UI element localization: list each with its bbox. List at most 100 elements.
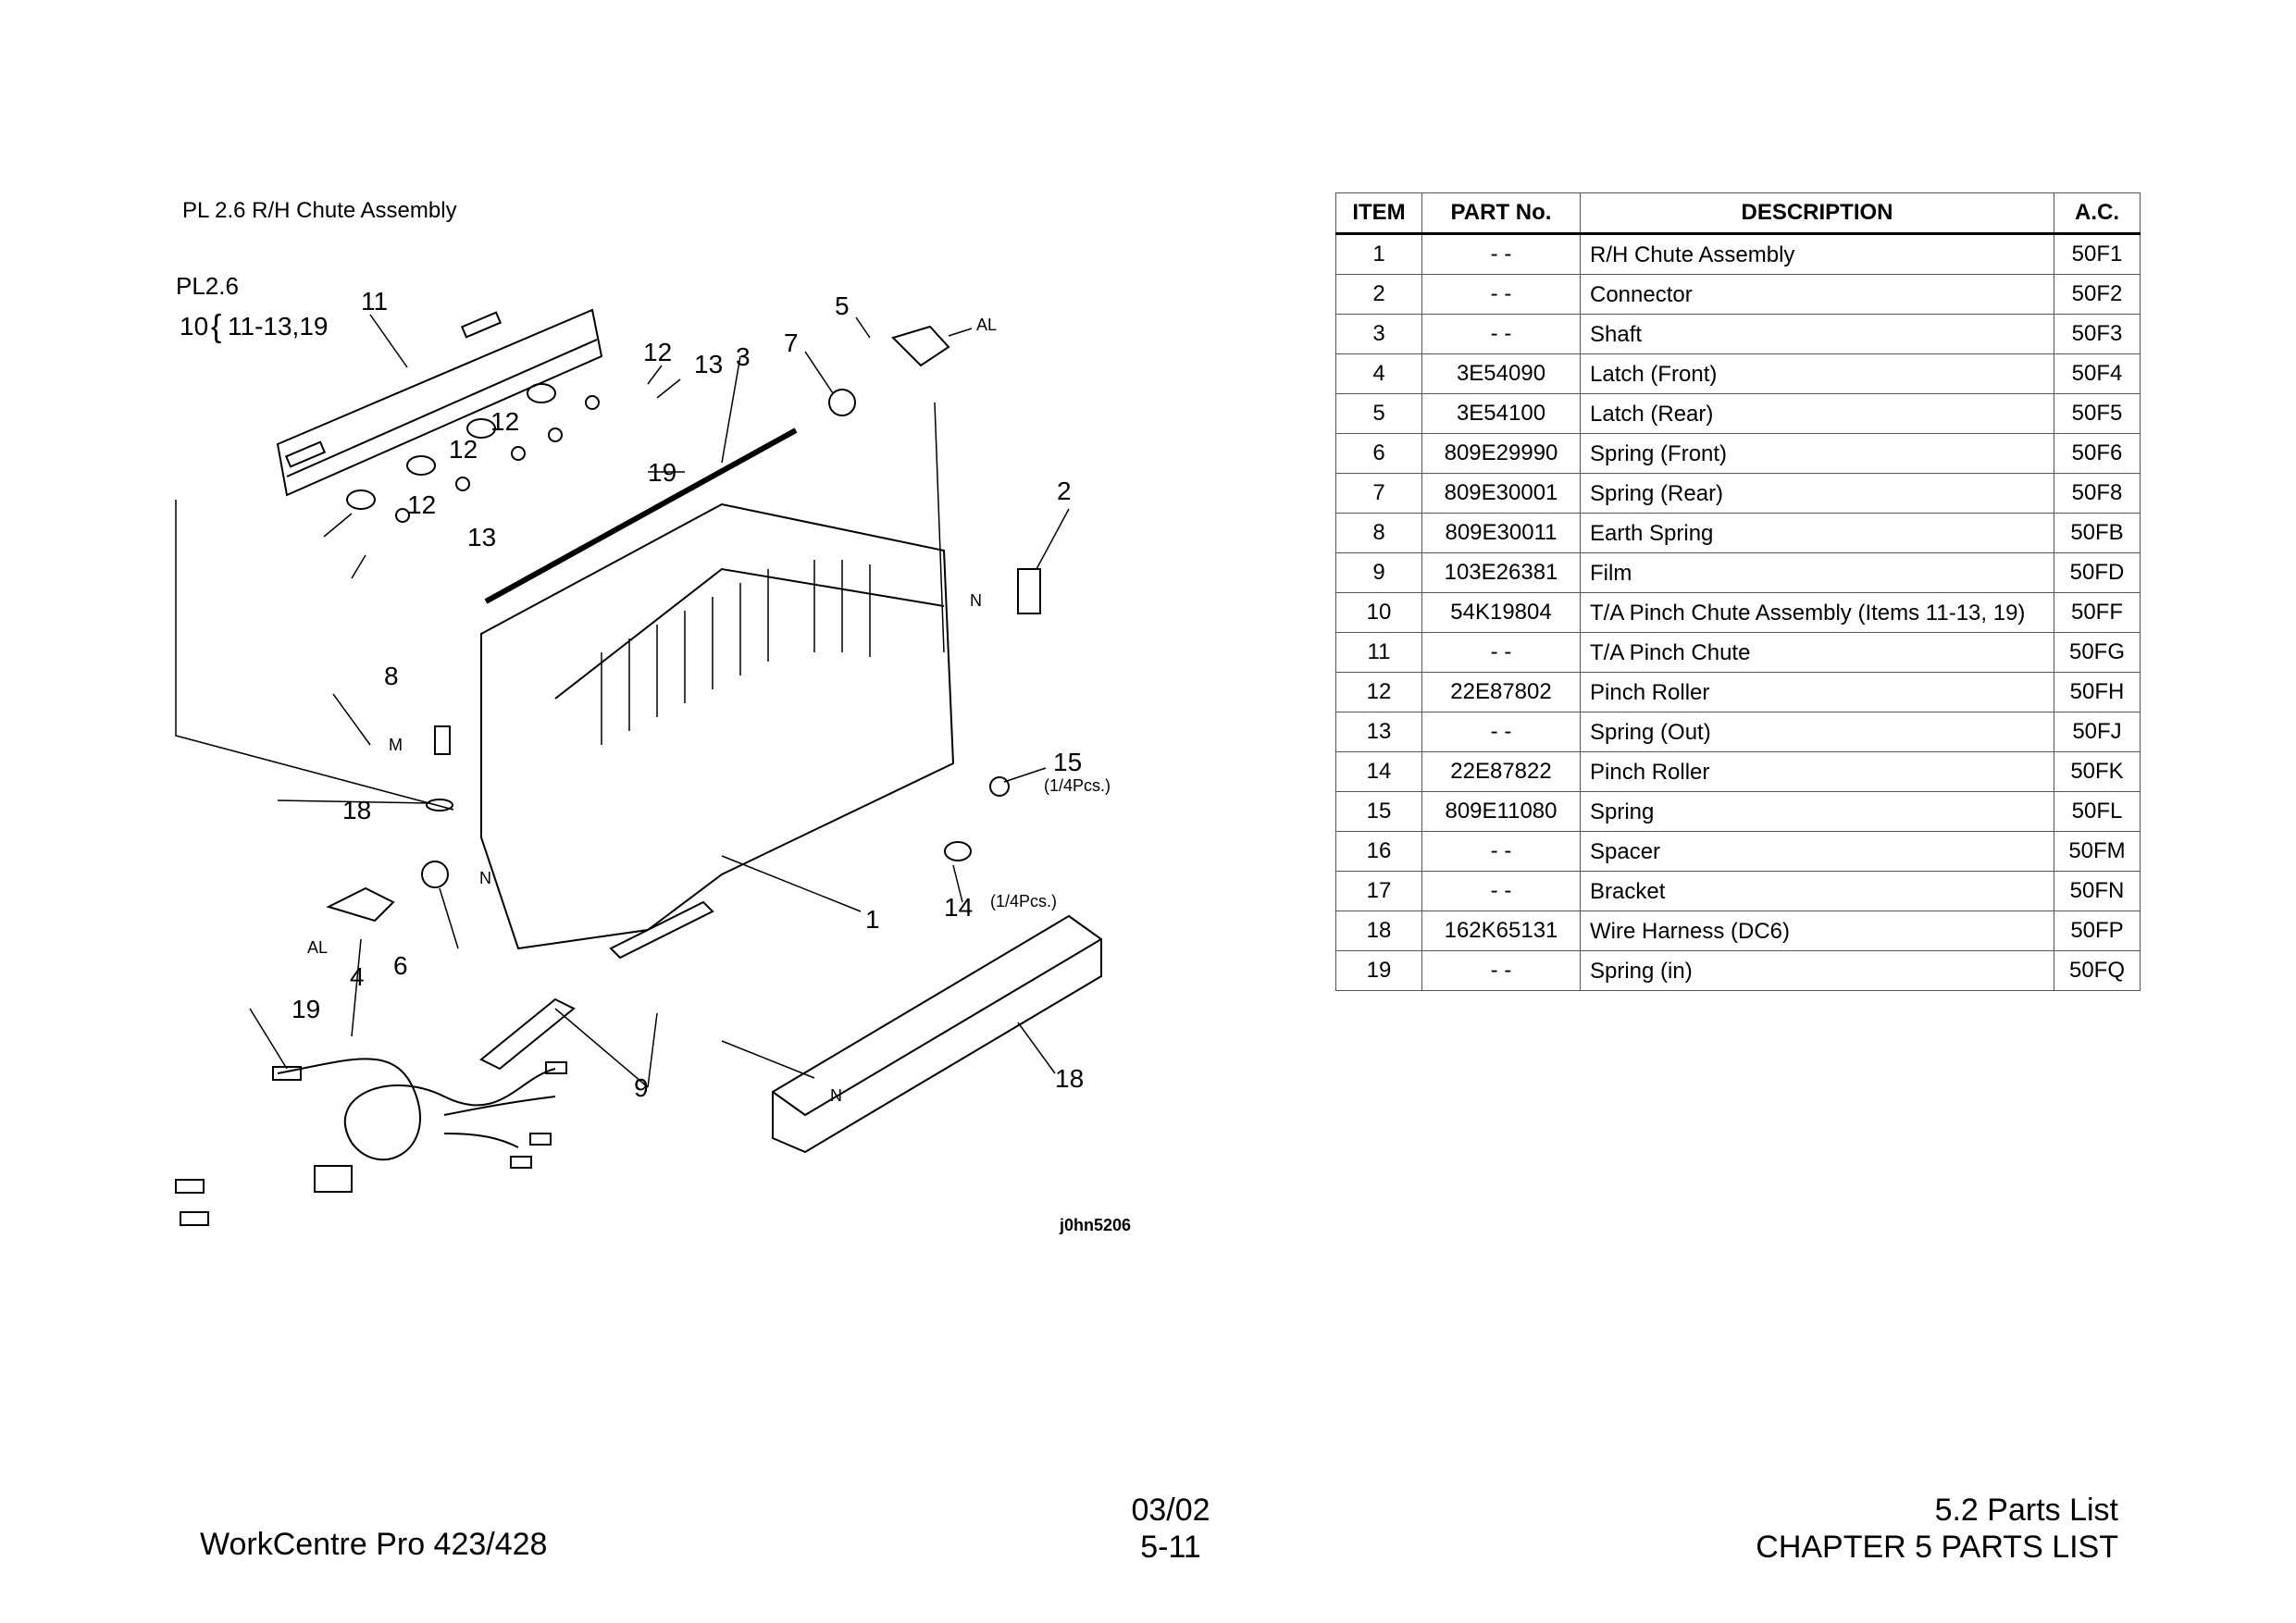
cell-description: Pinch Roller — [1580, 672, 2054, 712]
cell-part-no: 809E30011 — [1421, 513, 1581, 553]
cell-description: Pinch Roller — [1580, 751, 2054, 792]
roller-group-shape — [346, 383, 600, 523]
group-label-items: 11-13,19 — [228, 312, 328, 341]
letter-n-mid: N — [479, 869, 491, 887]
cell-part-no: 3E54090 — [1421, 353, 1581, 394]
cell-part-no: 22E87822 — [1421, 751, 1581, 792]
cell-description: Wire Harness (DC6) — [1580, 911, 2054, 951]
cell-part-no: 103E26381 — [1421, 552, 1581, 593]
callout-5: 5 — [835, 291, 850, 320]
wire-harness-shape — [175, 1058, 567, 1226]
callout-13-top: 13 — [694, 350, 723, 378]
footer-date: 03/02 — [1131, 1493, 1210, 1528]
callout-11: 11 — [361, 287, 388, 316]
cell-description: Spring (Front) — [1580, 433, 2054, 474]
cell-item: 17 — [1335, 871, 1422, 911]
cell-item: 15 — [1335, 791, 1422, 832]
cell-item: 4 — [1335, 353, 1422, 394]
cell-item: 9 — [1335, 552, 1422, 593]
col-ac: A.C. — [2054, 192, 2141, 235]
cell-item: 7 — [1335, 473, 1422, 514]
cell-ac: 50F5 — [2054, 393, 2141, 434]
cell-part-no: - - — [1421, 233, 1581, 275]
table-header-row: ITEM PART No. DESCRIPTION A.C. — [1335, 192, 2141, 235]
table-row: 13- -Spring (Out)50FJ — [1335, 712, 2141, 752]
film-shape — [479, 900, 714, 1071]
callout-numbers: 11 5 7 12 13 3 12 12 19 12 13 2 8 18 15 … — [292, 287, 1084, 1102]
spring-rear-shape — [828, 389, 856, 416]
cell-ac: 50FM — [2054, 831, 2141, 872]
exploded-parts-diagram: PL2.6 10 { 11-13,19 — [167, 264, 1166, 1245]
cell-item: 19 — [1335, 950, 1422, 991]
spring-item-15-shape — [989, 776, 1010, 797]
cell-ac: 50F1 — [2054, 233, 2141, 275]
cell-description: R/H Chute Assembly — [1580, 233, 2054, 275]
footer-center: 03/02 5-11 — [1124, 1492, 1217, 1566]
cell-ac: 50FN — [2054, 871, 2141, 911]
cell-ac: 50FJ — [2054, 712, 2141, 752]
cell-part-no: 809E11080 — [1421, 791, 1581, 832]
col-item: ITEM — [1335, 192, 1422, 235]
callout-18: 19 — [292, 995, 320, 1023]
callout-12-bottom: 12 — [407, 490, 436, 519]
letter-n-bottom: N — [830, 1086, 842, 1105]
callout-2: 2 — [1057, 477, 1072, 505]
cell-ac: 50FF — [2054, 592, 2141, 633]
letter-al-rear: AL — [976, 316, 997, 334]
callout-19: 19 — [648, 458, 676, 487]
cell-item: 11 — [1335, 632, 1422, 673]
cell-ac: 50F3 — [2054, 314, 2141, 354]
cell-description: T/A Pinch Chute Assembly (Items 11-13, 1… — [1580, 592, 2054, 633]
footer-right: 5.2 Parts List CHAPTER 5 PARTS LIST — [1756, 1492, 2118, 1566]
cell-item: 14 — [1335, 751, 1422, 792]
cell-item: 16 — [1335, 831, 1422, 872]
cell-ac: 50FP — [2054, 911, 2141, 951]
cell-description: Connector — [1580, 274, 2054, 315]
plate-label: PL2.6 — [176, 272, 239, 300]
cell-item: 10 — [1335, 592, 1422, 633]
earth-spring-shape — [434, 725, 451, 755]
section-title: PL 2.6 R/H Chute Assembly — [182, 198, 457, 223]
latch-front-shape — [326, 886, 395, 923]
cell-ac: 50FH — [2054, 672, 2141, 712]
leader-lines — [249, 314, 1070, 1088]
group-label-prefix: 10 — [180, 312, 208, 341]
cell-part-no: 54K19804 — [1421, 592, 1581, 633]
cell-part-no: - - — [1421, 632, 1581, 673]
cell-item: 12 — [1335, 672, 1422, 712]
cell-ac: 50FG — [2054, 632, 2141, 673]
cell-part-no: - - — [1421, 712, 1581, 752]
frame-outline-right — [934, 402, 945, 653]
footer-page: 5-11 — [1140, 1530, 1201, 1565]
cell-ac: 50FL — [2054, 791, 2141, 832]
cell-part-no: - - — [1421, 831, 1581, 872]
cell-part-no: - - — [1421, 314, 1581, 354]
cell-description: Spacer — [1580, 831, 2054, 872]
chute-body-shape — [480, 502, 955, 950]
table-row: 19- -Spring (in)50FQ — [1335, 950, 2141, 991]
qty-notes: (1/4Pcs.) (1/4Pcs.) — [990, 776, 1111, 911]
connector-shape — [1017, 568, 1041, 614]
letter-al-front: AL — [307, 938, 328, 957]
cell-ac: 50F2 — [2054, 274, 2141, 315]
pinch-roller-14-shape — [944, 841, 972, 861]
callout-6: 6 — [393, 951, 408, 980]
cell-description: Bracket — [1580, 871, 2054, 911]
footer-product: WorkCentre Pro 423/428 — [200, 1527, 548, 1562]
cell-description: Spring (Out) — [1580, 712, 2054, 752]
qty-note-14: (1/4Pcs.) — [990, 892, 1057, 911]
cell-description: Spring (in) — [1580, 950, 2054, 991]
cell-part-no: 809E30001 — [1421, 473, 1581, 514]
cell-description: Spring — [1580, 791, 2054, 832]
cell-ac: 50FK — [2054, 751, 2141, 792]
